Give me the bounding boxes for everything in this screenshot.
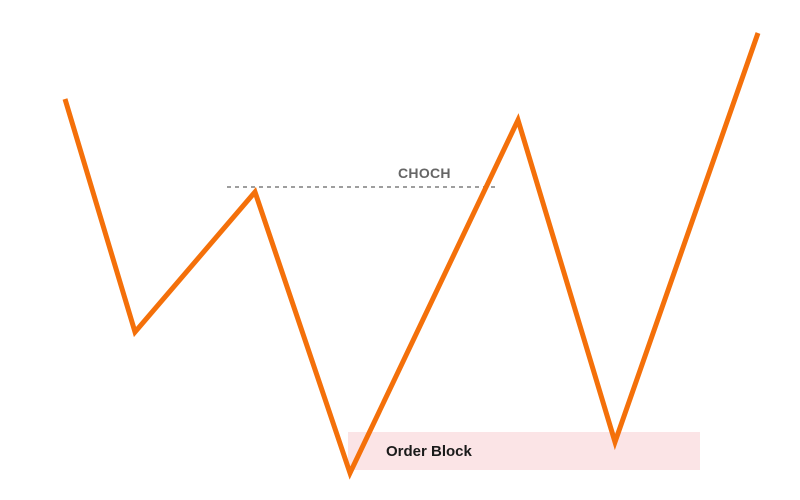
choch-label: CHOCH — [398, 165, 451, 181]
price-action-line — [62, 32, 761, 480]
order-block-zone — [348, 432, 700, 470]
order-block-label: Order Block — [386, 443, 472, 460]
